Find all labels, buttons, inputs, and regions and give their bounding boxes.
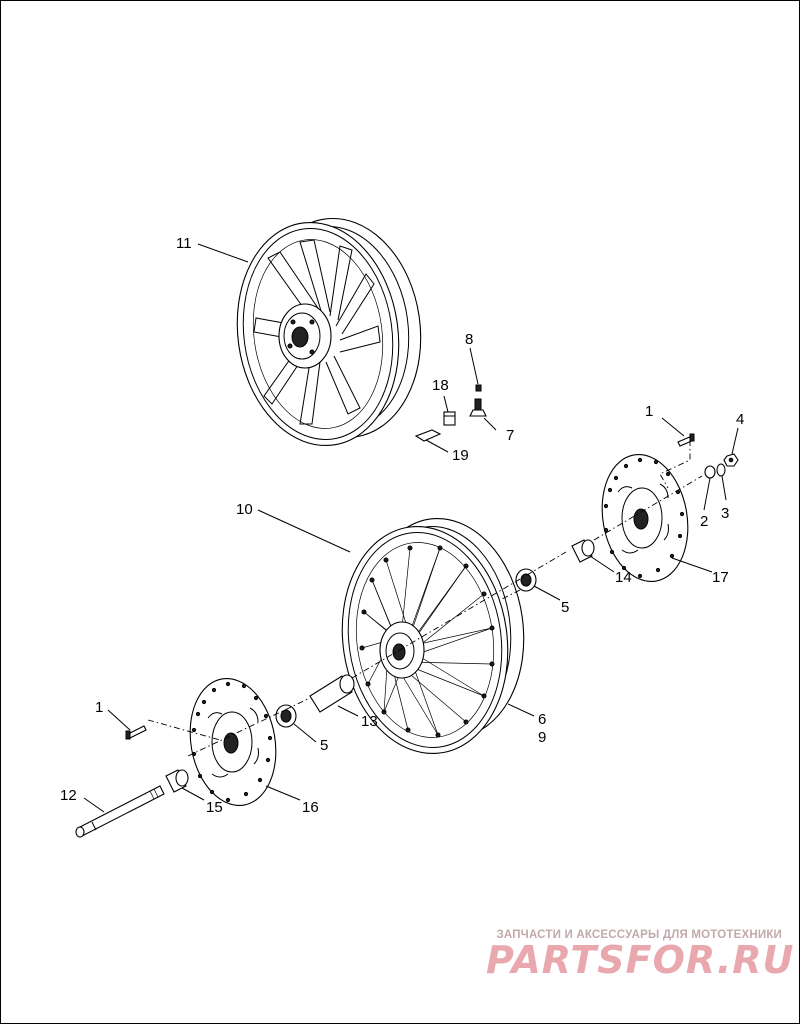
- axle-spacer-sleeve: [309, 674, 355, 713]
- disc-holes-right: [603, 457, 685, 579]
- weight-clip: [414, 429, 442, 442]
- wheel-bearing-left: [275, 704, 297, 728]
- callout-15: 15: [206, 799, 223, 816]
- callout-14: 14: [615, 569, 632, 586]
- spacer-left: [165, 769, 189, 793]
- cast-wheel: [236, 217, 422, 447]
- disc-screw-left: [125, 725, 147, 740]
- axle: [75, 785, 165, 838]
- callout-11: 11: [176, 235, 192, 252]
- callout-16: 16: [302, 799, 319, 816]
- laced-wheel: [341, 517, 525, 755]
- balance-weight: [443, 411, 456, 426]
- callout-5-right: 5: [561, 599, 569, 616]
- brake-disc-left: [189, 678, 277, 806]
- watermark-tagline: ЗАПЧАСТИ И АКСЕССУАРЫ ДЛЯ МОТОТЕХНИКИ: [496, 929, 782, 941]
- callout-19: 19: [452, 447, 469, 464]
- callout-8: 8: [465, 331, 473, 348]
- washer: [704, 465, 716, 479]
- callout-1-right: 1: [645, 403, 653, 420]
- valve-cap: [475, 384, 482, 392]
- callout-17: 17: [712, 569, 729, 586]
- disc-screw-right: [677, 433, 695, 447]
- nut: [723, 453, 739, 467]
- callout-7: 7: [506, 427, 514, 444]
- cast-wheel-spokes: [253, 239, 381, 425]
- callout-3: 3: [721, 505, 729, 522]
- leader-lines: [83, 243, 739, 813]
- callout-6: 6: [538, 711, 546, 728]
- axis-lines: [147, 440, 703, 757]
- callout-13: 13: [361, 713, 378, 730]
- disc-holes-left: [191, 681, 273, 803]
- lock-washer: [716, 463, 726, 477]
- callout-10: 10: [236, 501, 253, 518]
- watermark-logo[interactable]: PARTSFOR.RU: [486, 938, 795, 982]
- callout-2: 2: [700, 513, 708, 530]
- spacer-right: [571, 539, 595, 563]
- callout-12: 12: [60, 787, 77, 804]
- callout-1-left: 1: [95, 699, 103, 716]
- callout-18: 18: [432, 377, 449, 394]
- brake-disc-right: [601, 454, 689, 582]
- callout-5-left: 5: [320, 737, 328, 754]
- callout-4: 4: [736, 411, 744, 428]
- valve-stem: [469, 398, 487, 417]
- callout-9: 9: [538, 729, 546, 746]
